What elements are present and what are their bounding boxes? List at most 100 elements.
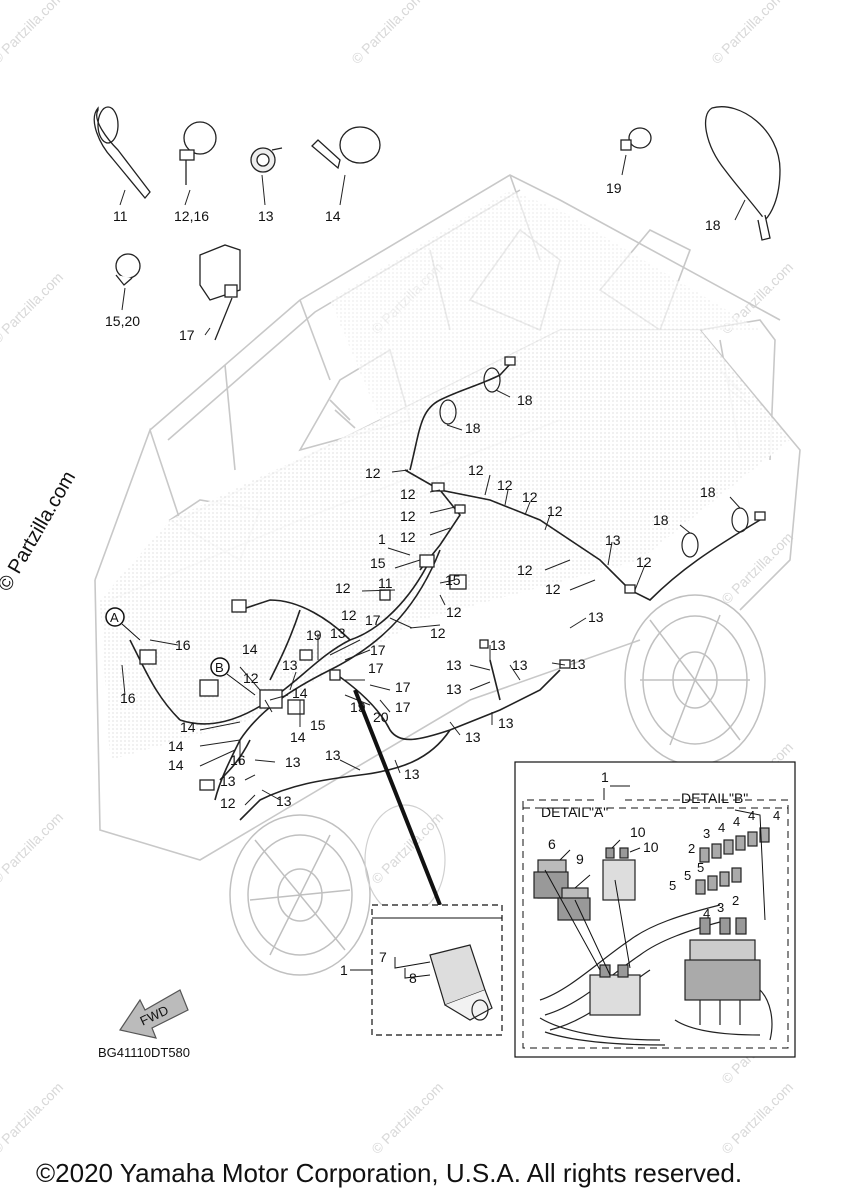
- legend-label-15-20: 15,20: [105, 313, 140, 329]
- detail-a-title: DETAIL"A": [541, 804, 608, 820]
- svg-text:3: 3: [703, 826, 710, 841]
- svg-text:14: 14: [242, 641, 258, 657]
- svg-text:13: 13: [330, 625, 346, 641]
- svg-text:12: 12: [400, 508, 416, 524]
- svg-text:4: 4: [703, 906, 710, 921]
- band-18-icon: [704, 106, 781, 241]
- band-17-icon: [199, 244, 241, 341]
- svg-text:12: 12: [365, 465, 381, 481]
- svg-text:20: 20: [373, 709, 389, 725]
- svg-text:5: 5: [684, 868, 691, 883]
- legend-label-14: 14: [325, 208, 341, 224]
- svg-text:13: 13: [446, 657, 462, 673]
- svg-text:8: 8: [409, 970, 417, 986]
- svg-text:13: 13: [446, 681, 462, 697]
- svg-text:12: 12: [341, 607, 357, 623]
- svg-text:14: 14: [180, 719, 196, 735]
- legend-label-12-16: 12,16: [174, 208, 209, 224]
- clamp-14-icon: [311, 126, 381, 206]
- svg-text:16: 16: [120, 690, 136, 706]
- harness-connectors: [139, 356, 766, 791]
- svg-text:13: 13: [498, 715, 514, 731]
- svg-text:10: 10: [643, 839, 659, 855]
- grommet-13-icon: [250, 147, 283, 206]
- svg-text:13: 13: [276, 793, 292, 809]
- svg-text:1: 1: [340, 962, 348, 978]
- svg-text:15: 15: [370, 555, 386, 571]
- svg-text:12: 12: [636, 554, 652, 570]
- svg-text:13: 13: [570, 656, 586, 672]
- svg-text:12: 12: [430, 625, 446, 641]
- svg-text:17: 17: [395, 699, 411, 715]
- vehicle-shading: [100, 190, 790, 760]
- svg-text:12: 12: [335, 580, 351, 596]
- svg-text:13: 13: [220, 773, 236, 789]
- svg-text:12: 12: [243, 670, 259, 686]
- svg-text:19: 19: [350, 699, 366, 715]
- svg-text:12: 12: [547, 503, 563, 519]
- svg-text:14: 14: [168, 757, 184, 773]
- svg-text:14: 14: [292, 685, 308, 701]
- cable-tie-11-icon: [93, 106, 151, 206]
- svg-text:12: 12: [545, 581, 561, 597]
- svg-text:12: 12: [446, 604, 462, 620]
- svg-text:1: 1: [601, 769, 609, 785]
- svg-text:B: B: [215, 660, 224, 675]
- svg-text:3: 3: [717, 900, 724, 915]
- svg-text:16: 16: [230, 752, 246, 768]
- svg-text:13: 13: [465, 729, 481, 745]
- svg-text:7: 7: [379, 949, 387, 965]
- svg-text:18: 18: [465, 420, 481, 436]
- svg-text:12: 12: [400, 529, 416, 545]
- svg-text:15: 15: [445, 572, 461, 588]
- svg-text:4: 4: [773, 808, 780, 823]
- svg-text:12: 12: [522, 489, 538, 505]
- svg-text:13: 13: [285, 754, 301, 770]
- svg-text:4: 4: [748, 808, 755, 823]
- svg-text:1: 1: [378, 531, 386, 547]
- legend-label-19: 19: [606, 180, 622, 196]
- svg-text:6: 6: [548, 836, 556, 852]
- svg-text:11: 11: [378, 575, 393, 591]
- callout-a: A: [105, 607, 141, 641]
- clamp-12-16-icon: [179, 121, 217, 206]
- diagram-code: BG41110DT580: [98, 1045, 191, 1060]
- svg-text:13: 13: [404, 766, 420, 782]
- detail-b-title: DETAIL"B": [681, 790, 748, 806]
- svg-text:13: 13: [512, 657, 528, 673]
- legend-label-18: 18: [705, 217, 721, 233]
- legend-label-17: 17: [179, 327, 195, 343]
- svg-text:17: 17: [365, 612, 381, 628]
- svg-text:13: 13: [490, 637, 506, 653]
- front-wheel: [229, 814, 371, 976]
- svg-text:16: 16: [175, 637, 191, 653]
- svg-text:4: 4: [733, 814, 740, 829]
- inset-box-relay: [350, 904, 503, 1036]
- rear-wheel: [624, 594, 766, 766]
- svg-text:12: 12: [220, 795, 236, 811]
- part-labels: 11 12,16 13 14 15,20 17 19 18 18 18 18 1…: [105, 180, 780, 986]
- svg-text:10: 10: [630, 824, 646, 840]
- detail-box: [514, 761, 796, 1058]
- svg-text:A: A: [110, 610, 119, 625]
- svg-text:5: 5: [697, 860, 704, 875]
- svg-text:12: 12: [517, 562, 533, 578]
- svg-text:12: 12: [497, 477, 513, 493]
- svg-text:15: 15: [310, 717, 326, 733]
- svg-text:14: 14: [290, 729, 306, 745]
- svg-text:18: 18: [653, 512, 669, 528]
- svg-text:13: 13: [588, 609, 604, 625]
- svg-text:17: 17: [370, 642, 386, 658]
- svg-text:19: 19: [306, 627, 322, 643]
- svg-text:17: 17: [368, 660, 384, 676]
- svg-text:12: 12: [468, 462, 484, 478]
- svg-text:13: 13: [325, 747, 341, 763]
- svg-text:18: 18: [517, 392, 533, 408]
- fwd-arrow-icon: FWD: [119, 989, 189, 1039]
- clip-15-20-icon: [115, 253, 141, 311]
- svg-text:13: 13: [605, 532, 621, 548]
- svg-text:12: 12: [400, 486, 416, 502]
- svg-text:18: 18: [700, 484, 716, 500]
- legend-label-11: 11: [113, 208, 128, 224]
